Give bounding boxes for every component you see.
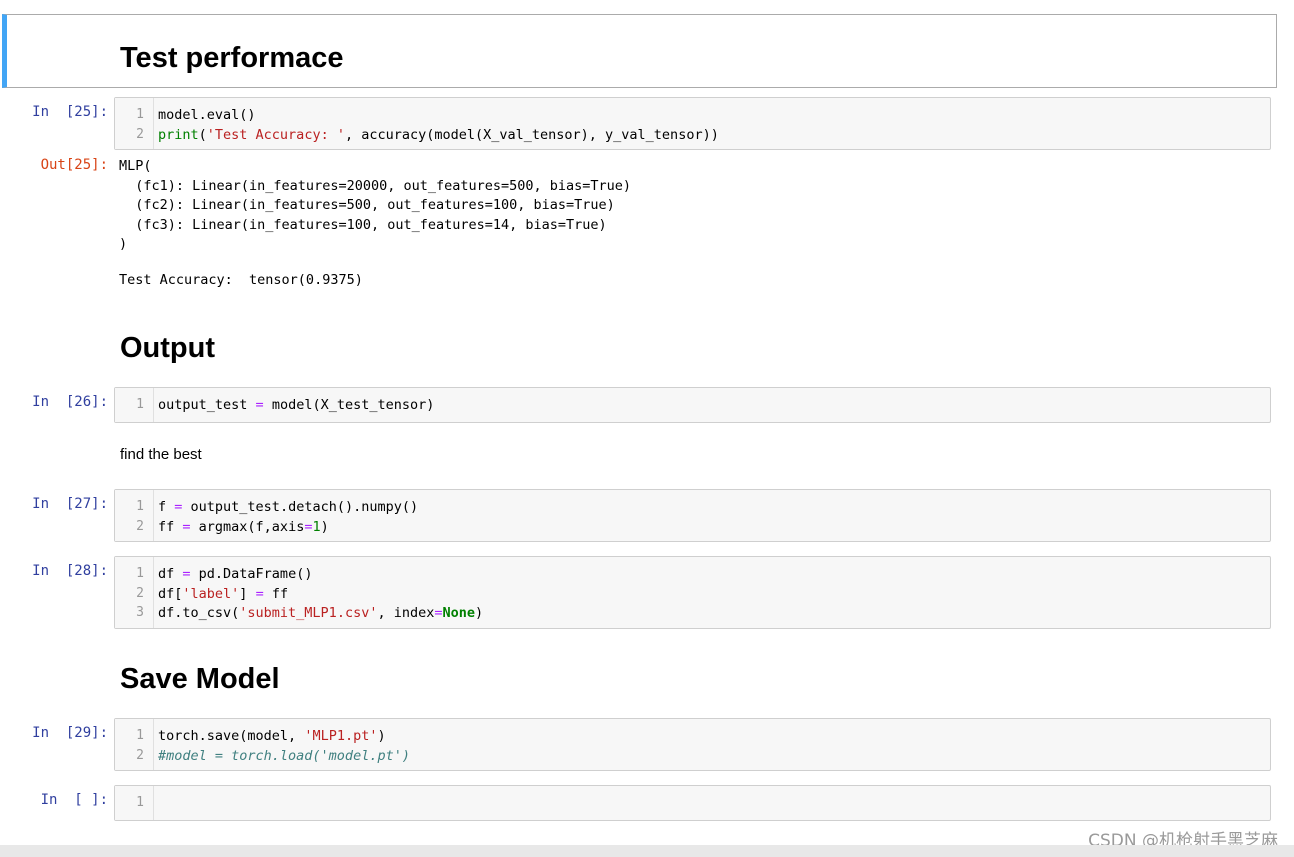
code-line[interactable]: ff = argmax(f,axis=1): [158, 517, 329, 537]
code-text: , accuracy(model(X_val_tensor), y_val_te…: [344, 127, 719, 143]
line-number: 1: [136, 795, 144, 810]
code-line[interactable]: df.to_csv('submit_MLP1.csv', index=None): [158, 603, 483, 623]
code-text: output_test.detach().numpy(): [182, 499, 419, 515]
in-prompt-25: In [25]:: [32, 104, 108, 120]
code-string: 'submit_MLP1.csv': [239, 605, 378, 621]
code-cell-25[interactable]: 1 2 model.eval() print('Test Accuracy: '…: [114, 97, 1271, 150]
code-text: df: [158, 566, 183, 582]
line-number: 2: [136, 586, 144, 601]
in-prompt-29: In [29]:: [32, 725, 108, 741]
line-number: 2: [136, 748, 144, 763]
line-number: 1: [136, 107, 144, 122]
line-number: 1: [136, 566, 144, 581]
code-text: model.eval(): [158, 107, 256, 123]
code-operator: =: [182, 519, 191, 535]
line-number-gutter: [115, 786, 154, 820]
code-line[interactable]: #model = torch.load('model.pt'): [158, 746, 410, 766]
code-cell-26[interactable]: 1 output_test = model(X_test_tensor): [114, 387, 1271, 423]
in-prompt-27: In [27]:: [32, 496, 108, 512]
heading-output: Output: [120, 332, 216, 364]
code-keyword: print: [158, 127, 199, 143]
code-string: 'label': [182, 586, 240, 602]
cell-output-repr: MLP( (fc1): Linear(in_features=20000, ou…: [119, 158, 632, 252]
horizontal-scrollbar[interactable]: [0, 845, 1294, 857]
line-number-gutter: [115, 98, 154, 149]
in-prompt-empty: In [ ]:: [40, 792, 108, 808]
code-operator: =: [304, 519, 313, 535]
code-line[interactable]: df['label'] = ff: [158, 584, 288, 604]
code-text: , index: [377, 605, 435, 621]
selected-markdown-cell[interactable]: [2, 14, 1277, 88]
line-number: 3: [136, 605, 144, 620]
line-number-gutter: [115, 557, 154, 628]
code-text: ff: [158, 519, 183, 535]
code-string: 'MLP1.pt': [304, 728, 378, 744]
code-operator: =: [255, 397, 264, 413]
code-text: df.to_csv(: [158, 605, 240, 621]
code-line[interactable]: f = output_test.detach().numpy(): [158, 497, 418, 517]
in-prompt-26: In [26]:: [32, 394, 108, 410]
code-comment: #model = torch.load('model.pt'): [158, 748, 410, 764]
line-number: 1: [136, 499, 144, 514]
heading-save-model: Save Model: [120, 663, 280, 695]
code-line[interactable]: output_test = model(X_test_tensor): [158, 395, 434, 415]
line-number-gutter: [115, 490, 154, 541]
code-line[interactable]: model.eval(): [158, 105, 256, 125]
code-text: model(X_test_tensor): [263, 397, 435, 413]
line-number: 2: [136, 519, 144, 534]
line-number-gutter: [115, 388, 154, 422]
code-cell-27[interactable]: 1 2 f = output_test.detach().numpy() ff …: [114, 489, 1271, 542]
markdown-text-find-the-best: find the best: [120, 446, 202, 463]
code-number: 1: [312, 519, 321, 535]
code-operator: =: [182, 566, 191, 582]
code-cell-29[interactable]: 1 2 torch.save(model, 'MLP1.pt') #model …: [114, 718, 1271, 771]
line-number: 2: [136, 127, 144, 142]
line-number: 1: [136, 728, 144, 743]
code-cell-28[interactable]: 1 2 3 df = pd.DataFrame() df['label'] = …: [114, 556, 1271, 629]
code-text: ): [475, 605, 484, 621]
heading-test-performance: Test performace: [120, 42, 344, 74]
line-number: 1: [136, 397, 144, 412]
code-text: ff: [263, 586, 289, 602]
code-text: ]: [239, 586, 256, 602]
code-line[interactable]: df = pd.DataFrame(): [158, 564, 312, 584]
code-keyword: None: [442, 605, 476, 621]
code-string: 'Test Accuracy: ': [206, 127, 345, 143]
code-text: output_test: [158, 397, 256, 413]
code-operator: =: [255, 586, 264, 602]
out-prompt-25: Out[25]:: [40, 157, 108, 173]
code-text: argmax(f,axis: [190, 519, 305, 535]
code-text: ): [320, 519, 329, 535]
cell-output-stdout: Test Accuracy: tensor(0.9375): [119, 272, 363, 288]
code-cell-empty[interactable]: 1: [114, 785, 1271, 821]
code-text: df[: [158, 586, 183, 602]
code-operator: =: [434, 605, 443, 621]
in-prompt-28: In [28]:: [32, 563, 108, 579]
code-text: ): [377, 728, 386, 744]
code-text: f: [158, 499, 175, 515]
code-text: pd.DataFrame(): [190, 566, 313, 582]
code-line[interactable]: print('Test Accuracy: ', accuracy(model(…: [158, 125, 719, 145]
code-text: (: [198, 127, 207, 143]
code-text: torch.save(model,: [158, 728, 305, 744]
code-line[interactable]: torch.save(model, 'MLP1.pt'): [158, 726, 386, 746]
code-operator: =: [174, 499, 183, 515]
line-number-gutter: [115, 719, 154, 770]
